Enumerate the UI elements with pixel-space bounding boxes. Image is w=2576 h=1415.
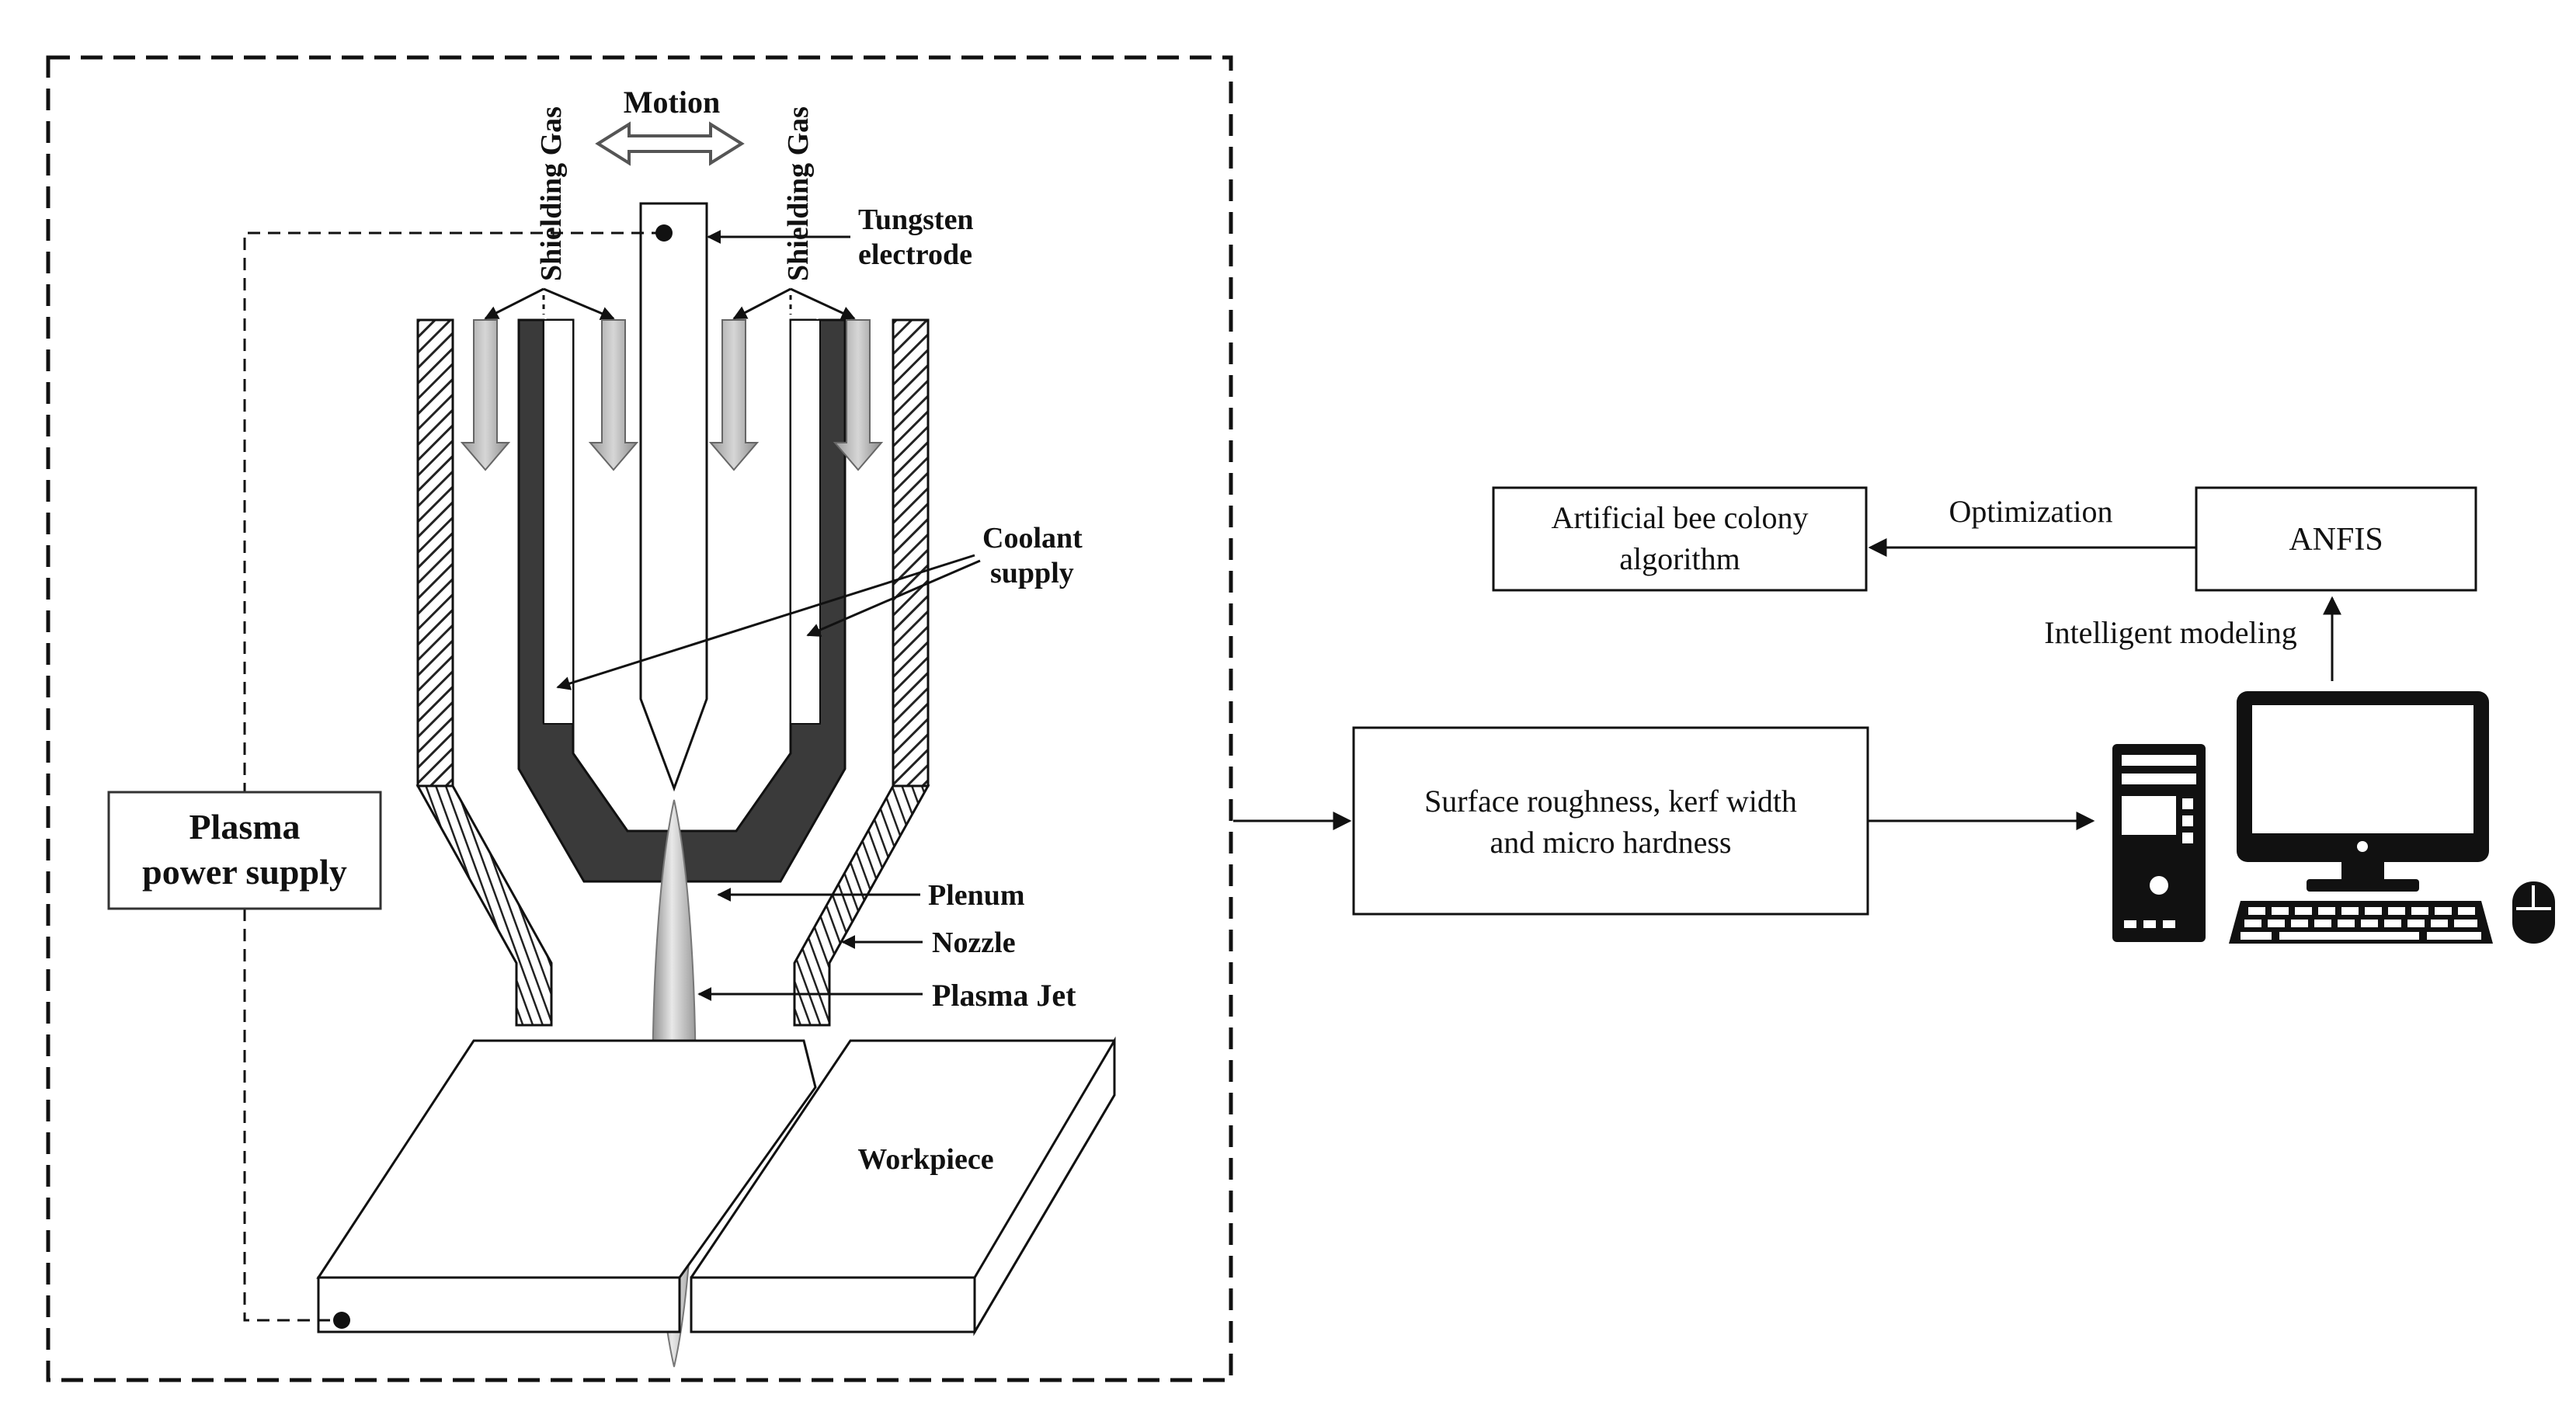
- power-wiring-dashed: [243, 231, 664, 1322]
- responses-label-line2: and micro hardness: [1490, 825, 1731, 860]
- coolant-callout-line-left: [556, 554, 975, 690]
- tungsten-label-line1: Tungsten: [858, 203, 974, 236]
- gas-flow-arrows: [460, 319, 884, 471]
- plasma-power-supply-label-line2: power supply: [142, 852, 347, 892]
- shielding-gas-branch-lines: [484, 287, 856, 320]
- abc-label-line1: Artificial bee colony: [1552, 500, 1809, 535]
- optimization-label: Optimization: [1949, 494, 2112, 529]
- plasma-power-supply-label-line1: Plasma: [189, 807, 300, 847]
- shielding-gas-left-label: Shielding Gas: [535, 106, 568, 281]
- anfis-box: [2195, 486, 2477, 592]
- nozzle-wall-right-upper: [892, 318, 930, 787]
- modeling-flow: Surface roughness, kerf width and micro …: [1233, 486, 2555, 944]
- coolant-label-line2: supply: [990, 557, 1074, 589]
- motion-arrow-icon: [595, 121, 745, 166]
- abc-box: [1492, 486, 1868, 592]
- plenum-label: Plenum: [928, 879, 1025, 912]
- plasma-power-supply-box: [107, 791, 382, 910]
- workpiece: [316, 1036, 1116, 1337]
- responses-box: [1352, 726, 1869, 916]
- tungsten-electrode: [639, 202, 708, 792]
- nozzle-wall-left-lower: [415, 784, 553, 1027]
- shielding-gas-right-label: Shielding Gas: [782, 106, 815, 281]
- coolant-channel-left: [543, 319, 574, 725]
- coolant-label-line1: Coolant: [982, 522, 1083, 555]
- desktop-computer-icon: [2112, 691, 2555, 944]
- coolant-channel-right: [790, 319, 821, 725]
- intelligent-modeling-label: Intelligent modeling: [2044, 615, 2297, 650]
- nozzle-wall-left-upper: [416, 318, 454, 787]
- tungsten-label-line2: electrode: [858, 238, 972, 271]
- workpiece-label: Workpiece: [857, 1143, 993, 1176]
- nozzle-label: Nozzle: [932, 927, 1016, 959]
- nozzle-wall-right-lower: [793, 784, 930, 1027]
- plasma-jet-label: Plasma Jet: [932, 978, 1076, 1013]
- torch-dashed-frame: [46, 55, 1233, 1382]
- anfis-label: ANFIS: [2289, 522, 2383, 558]
- coolant-callout-line-right: [806, 559, 981, 637]
- plasma-torch-schematic: Motion Shielding Gas Shielding Gas: [46, 55, 1233, 1382]
- abc-label-line2: algorithm: [1619, 541, 1740, 576]
- motion-label: Motion: [624, 85, 720, 120]
- responses-label-line1: Surface roughness, kerf width: [1424, 784, 1797, 819]
